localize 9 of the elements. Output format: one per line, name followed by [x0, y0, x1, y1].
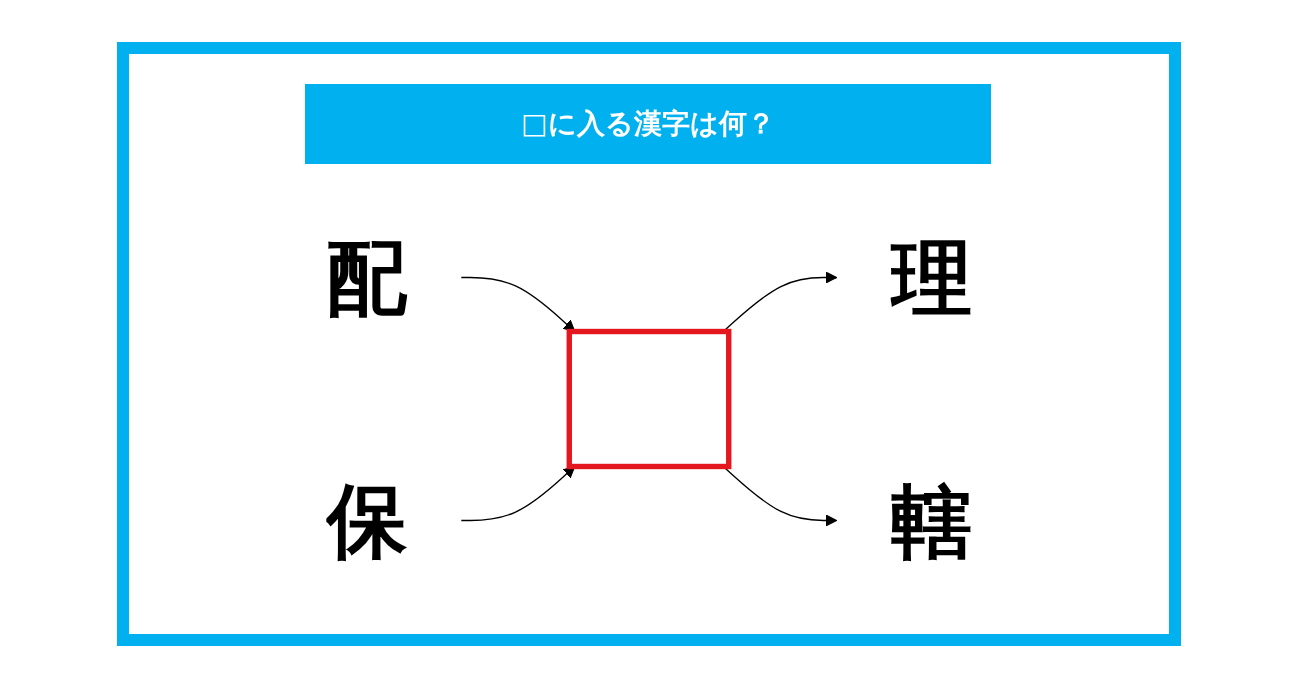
frame-border: □に入る漢字は何？ 配 保 理 轄 [117, 42, 1181, 646]
node-text: 配 [326, 230, 408, 325]
arrow [460, 276, 576, 333]
node-box [566, 328, 732, 470]
title-banner: □に入る漢字は何？ [305, 84, 991, 164]
node-text: 保 [326, 473, 408, 568]
arrow [460, 465, 576, 522]
node-text: 轄 [890, 473, 972, 568]
node-text: 理 [890, 230, 972, 325]
